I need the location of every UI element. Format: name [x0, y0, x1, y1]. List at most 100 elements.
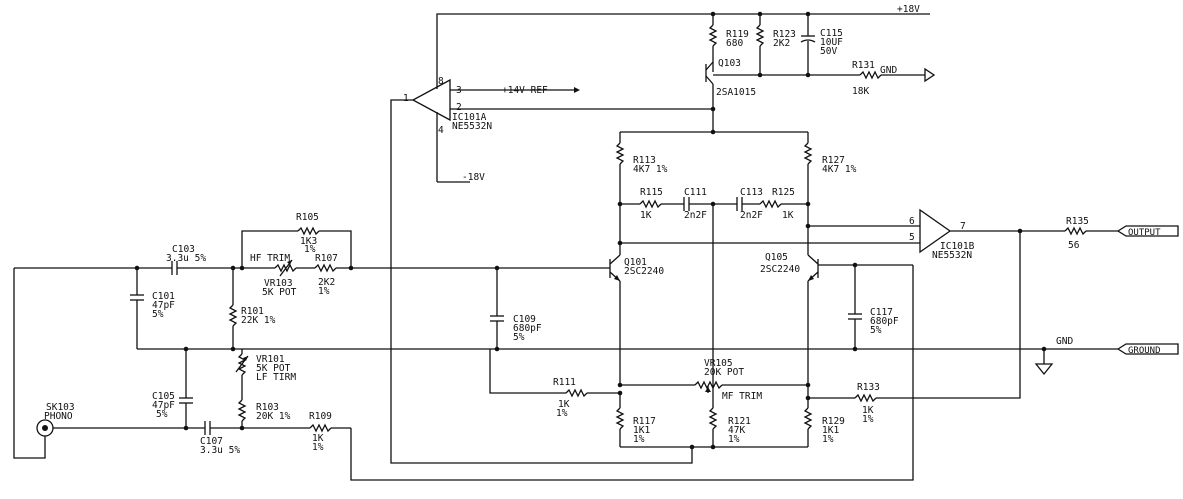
c101-tol: 5% — [152, 309, 164, 320]
c115-value: 10UF — [820, 37, 843, 48]
r103-value: 20K 1% — [256, 411, 291, 422]
ic101a-pin8: 8 — [438, 76, 444, 87]
r135-value: 56 — [1068, 240, 1080, 251]
r117-ref: R117 — [633, 416, 656, 427]
c101-ref: C101 — [152, 291, 175, 302]
r129-ref: R129 — [822, 416, 845, 427]
c107: C107 3.3u 5% — [200, 421, 310, 456]
r109-ref: R109 — [309, 411, 332, 422]
r125-value: 1K — [782, 210, 794, 221]
vr105: VR105 20K POT MF TRIM — [617, 358, 811, 402]
r111-value: 1K — [558, 399, 570, 410]
r131: R131 18K GND — [852, 60, 936, 97]
c115-ref: C115 — [820, 28, 843, 39]
c111-ref: C111 — [684, 187, 707, 198]
r131-ref: R131 — [852, 60, 875, 71]
sk103: SK103 PHONO — [13, 268, 205, 459]
r127-ref: R127 — [822, 155, 845, 166]
r123-value: 2K2 — [773, 38, 790, 49]
q105: Q105 2SC2240 — [350, 252, 914, 481]
r109: R109 1K 1% — [309, 411, 351, 453]
bottom-bus — [620, 444, 808, 450]
r129-tol: 1% — [822, 434, 834, 445]
ic101b-pin6: 6 — [909, 216, 915, 227]
c115-rating: 50V — [820, 46, 837, 57]
output-connector-label: OUTPUT — [1128, 228, 1161, 238]
output-connector: OUTPUT — [1116, 225, 1179, 238]
r133-tol: 1% — [862, 414, 874, 425]
neg-rail-label: -18V — [462, 172, 485, 183]
input-line: C103 3.3u 5% — [14, 244, 258, 275]
c109: C109 680pF 5% — [490, 268, 542, 349]
q105-ref: Q105 — [765, 252, 788, 263]
r135: R135 56 — [1020, 216, 1118, 251]
ref-label: +14V REF — [502, 85, 548, 96]
vr103-r107: HF TRIM R107 VR103 5K POT 2K2 1% — [250, 253, 610, 298]
q101: Q101 2SC2240 — [609, 254, 664, 385]
c113-value: 2n2F — [740, 210, 763, 221]
vr103-ref: VR103 — [264, 278, 293, 289]
c109-tol: 5% — [513, 332, 525, 343]
r105-value: 1K3 — [300, 236, 317, 247]
sk103-ref: SK103 — [46, 402, 75, 413]
c101: C101 47pF 5% — [130, 268, 175, 349]
ic101a-pin4: 4 — [438, 125, 444, 136]
ic101b-pin5: 5 — [909, 232, 915, 243]
vr101: VR101 5K POT LF TIRM — [235, 349, 296, 400]
r109-tol: 1% — [312, 442, 324, 453]
r119-value: 680 — [726, 38, 743, 49]
r101-ref: R101 — [241, 306, 264, 317]
r127-value: 4K7 1% — [822, 164, 857, 175]
ic101a-pin3: 3 — [456, 85, 462, 96]
r113-value: 4K7 1% — [633, 164, 668, 175]
r103-ref: R103 — [256, 402, 279, 413]
r117-tol: 1% — [633, 434, 645, 445]
c105-tol: 5% — [156, 409, 168, 420]
r103: R103 20K 1% — [237, 399, 291, 431]
r125-ref: R125 — [772, 187, 795, 198]
r127: R127 4K7 1% — [803, 132, 857, 255]
c109-ref: C109 — [513, 314, 536, 325]
c105: C105 47pF 5% — [152, 349, 193, 431]
ground-connector-label: GROUND — [1128, 346, 1161, 356]
r121-value: 47K — [728, 425, 745, 436]
c111-value: 2n2F — [684, 210, 707, 221]
c103-value: 3.3u 5% — [166, 253, 206, 264]
r107-tol: 1% — [318, 286, 330, 297]
ic101b-part: NE5532N — [932, 250, 972, 261]
r135-ref: R135 — [1066, 216, 1089, 227]
r101: R101 22K 1% — [228, 268, 276, 349]
r109-value: 1K — [312, 433, 324, 444]
r101-value: 22K 1% — [241, 315, 276, 326]
c109-value: 680pF — [513, 323, 542, 334]
q103: Q103 2SA1015 — [705, 58, 860, 132]
sk103-label: PHONO — [44, 411, 73, 422]
ic101b-pin7: 7 — [960, 221, 966, 232]
r133-ref: R133 — [857, 382, 880, 393]
r117-value: 1K1 — [633, 425, 650, 436]
vr105-label: MF TRIM — [722, 391, 762, 402]
c113-ref: C113 — [740, 187, 763, 198]
r121: R121 47K 1% — [708, 335, 751, 447]
ic101a-part: NE5532N — [452, 121, 492, 132]
r105: R105 1K3 1% — [239, 212, 354, 271]
r107-ref: R107 — [315, 253, 338, 264]
q103-part: 2SA1015 — [716, 87, 756, 98]
r123: R123 2K2 — [755, 14, 796, 75]
c107-ref: C107 — [200, 436, 223, 447]
r107-value: 2K2 — [318, 277, 335, 288]
hf-trim-label: HF TRIM — [250, 253, 290, 264]
pos-rail-label: +18V — [897, 4, 920, 15]
ic101a-ref: IC101A — [452, 112, 487, 123]
vr101-label: LF TIRM — [256, 372, 296, 383]
vr101-value: 5K POT — [256, 363, 291, 374]
r129: R129 1K1 1% — [803, 385, 845, 447]
mid-chain: R115 1K C111 2n2F C113 2n2F R125 1K — [620, 187, 808, 335]
r123-ref: R123 — [773, 29, 796, 40]
ic101b-ref: IC101B — [940, 241, 975, 252]
c117-value: 680pF — [870, 316, 899, 327]
vr103-value: 5K POT — [262, 287, 297, 298]
ic101a-pin1: 1 — [403, 93, 409, 104]
r111-ref: R111 — [553, 377, 576, 388]
